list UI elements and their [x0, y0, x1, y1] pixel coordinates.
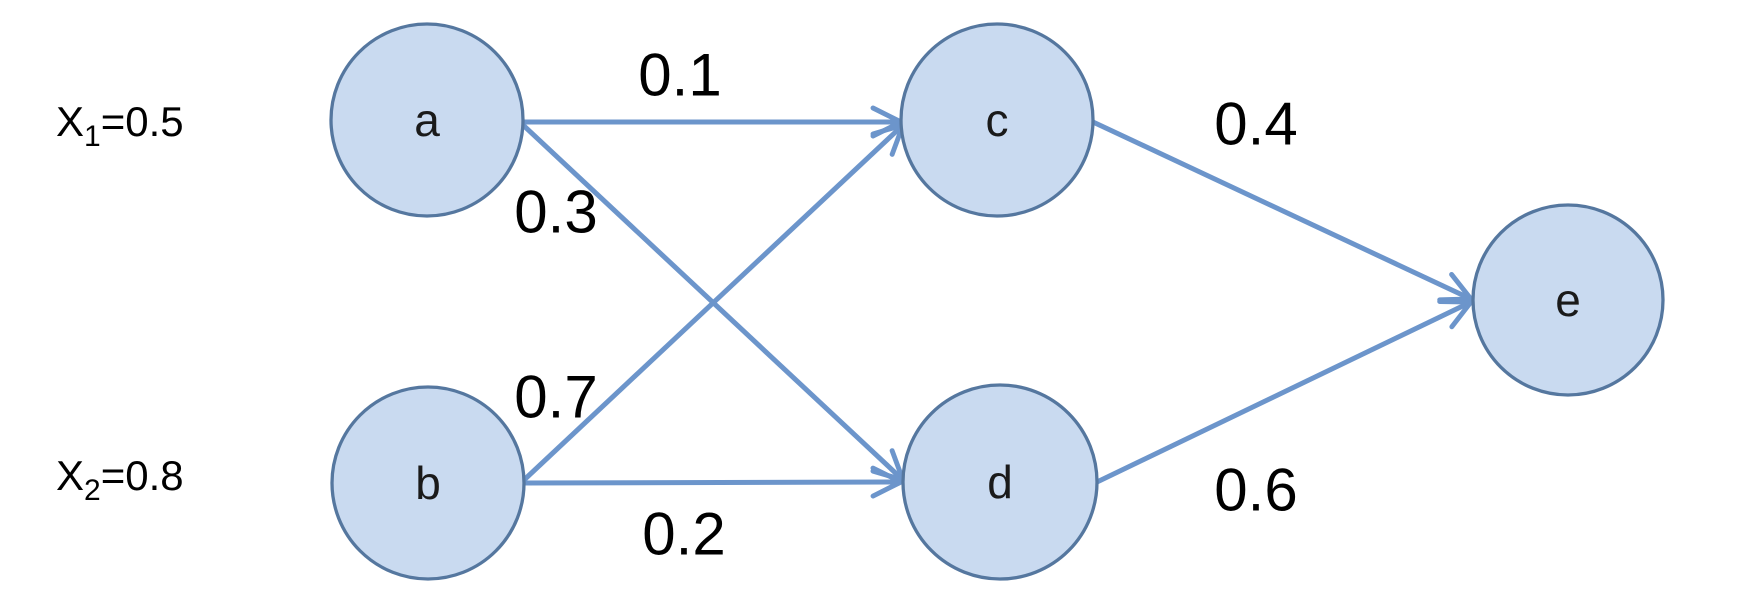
node-label-b: b [415, 457, 441, 509]
node-label-a: a [414, 94, 440, 146]
edge-b-d [523, 465, 904, 499]
edge-d-e [1095, 299, 1474, 485]
node-d [901, 383, 1099, 581]
edge-c-e [1091, 119, 1474, 303]
node-label-d: d [987, 456, 1013, 508]
edge-weight-a-c: 0.1 [638, 42, 721, 109]
node-a [329, 22, 525, 218]
edge-weight-b-d: 0.2 [642, 501, 725, 568]
input-label-x1: X1=0.5 [56, 98, 184, 153]
node-e [1471, 203, 1665, 397]
input-label-x2: X2=0.8 [56, 452, 184, 507]
edge-weight-b-c: 0.7 [514, 364, 597, 431]
edge-weight-a-d: 0.3 [514, 179, 597, 246]
node-label-e: e [1555, 274, 1581, 326]
edge-weight-d-e: 0.6 [1214, 457, 1297, 524]
edge-b-c [522, 122, 906, 482]
node-c [899, 22, 1095, 218]
node-label-c: c [986, 94, 1009, 146]
edge-weight-c-e: 0.4 [1214, 91, 1297, 158]
node-b [330, 385, 526, 581]
